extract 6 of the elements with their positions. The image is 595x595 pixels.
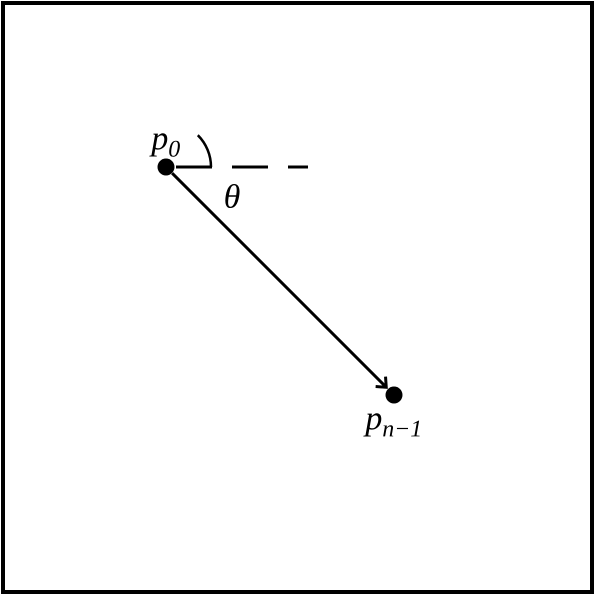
arrow	[171, 172, 388, 389]
point: p$_{n−1}$	[363, 386, 420, 436]
point: p$_{0}$	[149, 133, 180, 176]
node-label: p$_{0}$	[149, 133, 180, 157]
angle-label: θ	[225, 184, 240, 208]
node-label: p$_{n−1}$	[363, 413, 420, 437]
